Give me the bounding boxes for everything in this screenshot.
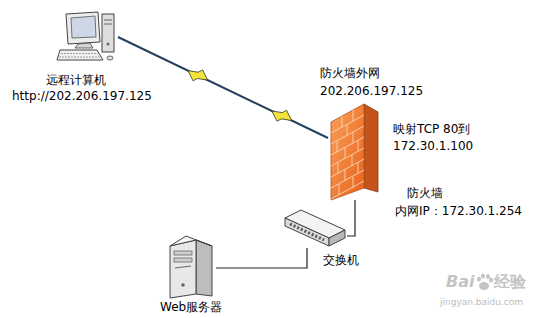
label-holder: 202.206.197.125 [320, 83, 423, 100]
label-holder: 防火墙外网 [320, 65, 380, 82]
device-label: 映射TCP 80到 172.30.1.100 [393, 121, 487, 155]
label-holder: Bai [446, 271, 474, 292]
switch-node: 交换机 [283, 208, 347, 248]
firewall-icon [331, 104, 378, 200]
device-label: 202.206.197.125 [320, 83, 423, 100]
watermark-paw [477, 273, 493, 290]
watermark-text: Bai [446, 271, 474, 292]
link-line [347, 200, 355, 236]
label-holder: 防火墙 [407, 185, 443, 202]
label-holder: 远程计算机 [46, 72, 106, 89]
server-icon [170, 236, 212, 298]
lightning-bolt [272, 110, 292, 121]
device-label: Web服务器 [160, 299, 222, 316]
link-line [216, 248, 307, 268]
label-holder: 内网IP：172.30.1.254 [395, 203, 522, 220]
device-label: 防火墙 [407, 185, 443, 202]
label-holder: 经验 [494, 271, 526, 292]
firewall-node: 防火墙外网202.206.197.125映射TCP 80到 172.30.1.1… [328, 103, 380, 200]
link-line [118, 37, 328, 138]
server-node: Web服务器 [168, 238, 216, 298]
label-holder: http://202.206.197.125 [12, 88, 152, 105]
network-link [118, 37, 328, 138]
device-label: http://202.206.197.125 [12, 88, 152, 105]
label-holder: 映射TCP 80到 172.30.1.100 [393, 121, 487, 155]
device-label: 防火墙外网 [320, 65, 380, 82]
network-link [216, 248, 307, 268]
label-holder: Web服务器 [160, 299, 222, 316]
computer-icon [57, 12, 114, 60]
watermark-text: jingyan.baidu.com [440, 296, 523, 308]
device-label: 内网IP：172.30.1.254 [395, 203, 522, 220]
label-holder: 交换机 [323, 252, 359, 269]
lightning-bolt [188, 70, 208, 81]
device-label: 交换机 [323, 252, 359, 269]
watermark-text: 经验 [494, 271, 526, 292]
computer-node: 远程计算机http://202.206.197.125 [58, 10, 118, 65]
switch-icon [285, 210, 345, 246]
label-holder: jingyan.baidu.com [440, 296, 523, 308]
device-label: 远程计算机 [46, 72, 106, 89]
network-link [347, 200, 355, 236]
